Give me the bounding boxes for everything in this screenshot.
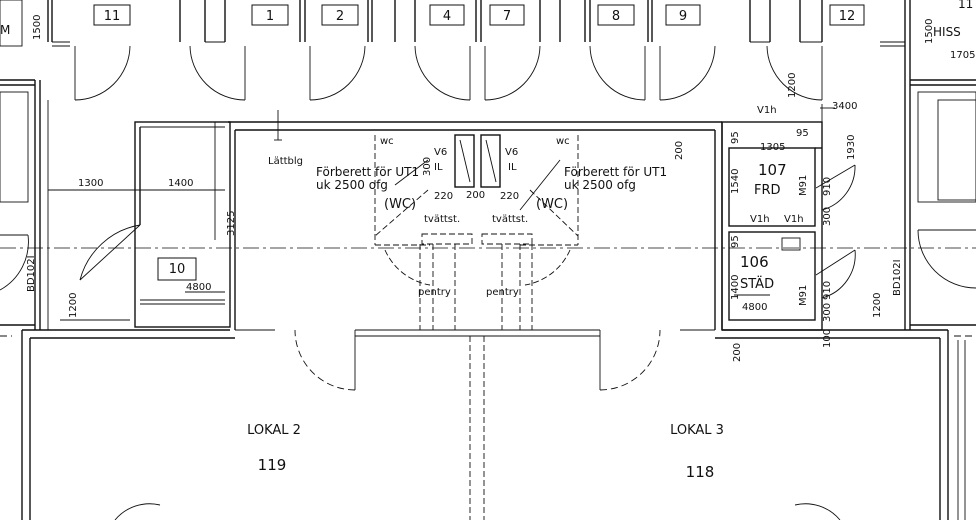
- right-rooms-labels: V1h 1200 3400 200 95 1305 95 1930 1540 1…: [674, 73, 903, 362]
- m91-a: M91: [798, 175, 809, 196]
- forberett-right-1: Förberett för UT1: [564, 165, 667, 179]
- right-dim-11: 11: [958, 0, 973, 11]
- dim-300-b: 300: [822, 207, 833, 226]
- dim-1300: 1300: [78, 178, 103, 189]
- pentry-right: pentry: [486, 287, 519, 298]
- il-label-right: IL: [508, 162, 517, 173]
- dim-300-center: 300: [422, 157, 433, 176]
- bd102i-right: BD102I: [892, 259, 903, 296]
- cell-12-label: 12: [839, 9, 856, 24]
- lokal-walls: [0, 329, 976, 520]
- wc-paren-left: (WC): [384, 197, 416, 212]
- lokal-2-name: LOKAL 2: [247, 423, 301, 438]
- top-cell-labels: 11 1 2 4 7 8 9 12 M 1500 HISS 11 1500 17…: [0, 0, 975, 61]
- cell-4-label: 4: [443, 9, 451, 24]
- cell-9-label: 9: [679, 9, 687, 24]
- center-block: [228, 110, 723, 330]
- top-door-swings: [74, 45, 823, 101]
- dim-95-a: 95: [730, 131, 741, 144]
- room-10-number: 10: [169, 262, 186, 277]
- dim-220-left: 220: [434, 191, 453, 202]
- cell-1-label: 1: [266, 9, 274, 24]
- lokal-labels: LOKAL 2 119 LOKAL 3 118: [247, 423, 724, 481]
- tvattst-right: tvättst.: [492, 214, 528, 225]
- lattblg-label: Lättblg: [268, 156, 303, 167]
- pentry-left: pentry: [418, 287, 451, 298]
- cell-8-label: 8: [612, 9, 620, 24]
- hiss-label: HISS: [933, 25, 961, 39]
- room-107-name: FRD: [754, 183, 781, 198]
- room-106-number: 106: [740, 253, 769, 271]
- dim-200-top: 200: [674, 141, 685, 160]
- left-wall: [0, 79, 41, 330]
- dim-95-b: 95: [796, 128, 809, 139]
- room-106-name: STÄD: [740, 276, 774, 292]
- dim-1200-left: 1200: [68, 293, 79, 318]
- dim-95-c: 95: [730, 235, 741, 248]
- dim-3125: 3125: [226, 211, 237, 236]
- dim-1400-left: 1400: [168, 178, 193, 189]
- room-10-block: [48, 121, 231, 328]
- il-label-left: IL: [434, 162, 443, 173]
- center-labels: Lättblg wc wc V6 V6 IL IL 300 Förberett …: [268, 136, 667, 298]
- room-107-number: 107: [758, 161, 787, 179]
- wc-label-right: wc: [556, 136, 570, 147]
- lokal-3-name: LOKAL 3: [670, 423, 724, 438]
- dim-1200-right: 1200: [872, 293, 883, 318]
- dim-1540: 1540: [730, 169, 741, 194]
- cell-11-label: 11: [104, 9, 121, 24]
- forberett-left-2: uk 2500 ofg: [316, 178, 388, 192]
- left-m-label: M: [0, 23, 10, 37]
- forberett-right-2: uk 2500 ofg: [564, 178, 636, 192]
- wc-label-left: wc: [380, 136, 394, 147]
- bd102i-left: BD102I: [26, 255, 37, 292]
- lokal-3-number: 118: [686, 463, 715, 481]
- m91-b: M91: [798, 285, 809, 306]
- right-dim-1705: 1705: [950, 50, 975, 61]
- dim-1305: 1305: [760, 142, 785, 153]
- dim-300-c: 300: [822, 303, 833, 322]
- dim-3400: 3400: [832, 101, 857, 112]
- forberett-left-1: Förberett för UT1: [316, 165, 419, 179]
- dim-1200-right-top: 1200: [787, 73, 798, 98]
- dim-200-center: 200: [466, 190, 485, 201]
- v1h-b: V1h: [784, 214, 804, 225]
- lokal-2-number: 119: [258, 456, 287, 474]
- dim-220-right: 220: [500, 191, 519, 202]
- right-dim-1500: 1500: [924, 19, 935, 44]
- dim-910-b: 910: [822, 281, 833, 300]
- dim-200-bottom: 200: [732, 343, 743, 362]
- left-dim-1500: 1500: [32, 15, 43, 40]
- right-wall: [904, 42, 976, 330]
- dim-4800-left: 4800: [186, 282, 211, 293]
- wc-paren-right: (WC): [536, 197, 568, 212]
- tvattst-left: tvättst.: [424, 214, 460, 225]
- cell-2-label: 2: [336, 9, 344, 24]
- cell-7-label: 7: [503, 9, 511, 24]
- v1h-top: V1h: [757, 105, 777, 116]
- v6-label-right: V6: [505, 147, 518, 158]
- top-storage-row: [0, 0, 911, 47]
- dim-4800-right: 4800: [742, 302, 767, 313]
- dim-910-a: 910: [822, 177, 833, 196]
- dim-1930: 1930: [846, 135, 857, 160]
- dim-1400-right: 1400: [730, 275, 741, 300]
- v6-label-left: V6: [434, 147, 447, 158]
- room-10-labels: 1300 1400 3125 10 4800 1200 BD102I: [26, 178, 237, 318]
- v1h-a: V1h: [750, 214, 770, 225]
